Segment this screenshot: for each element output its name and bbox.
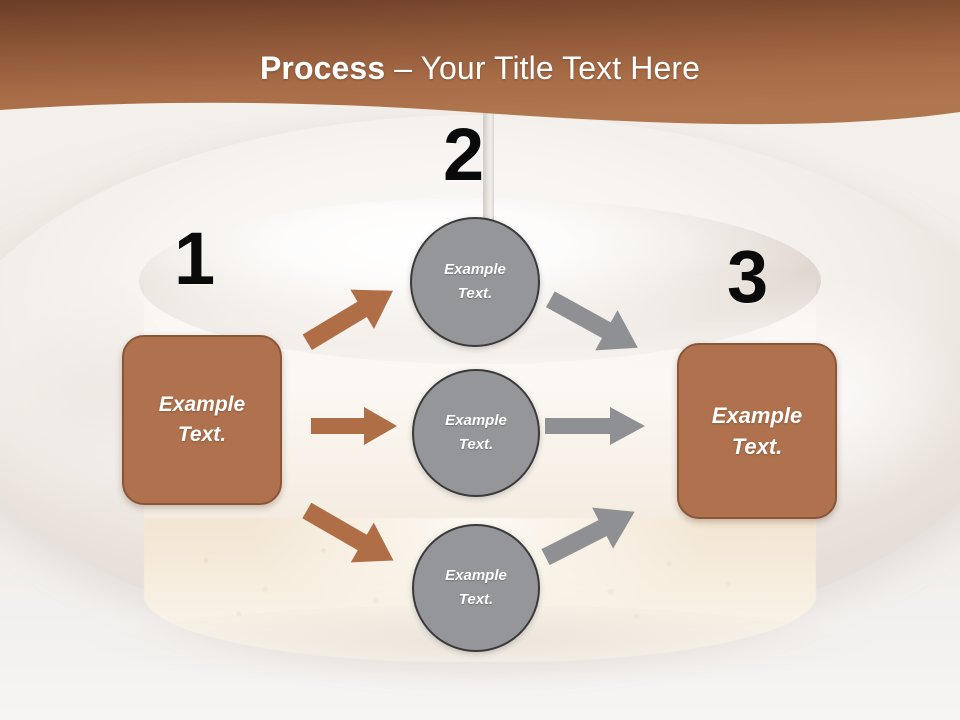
page-title-rest: – Your Title Text Here [385, 50, 701, 86]
page-title: Process – Your Title Text Here [0, 50, 960, 87]
page-title-bold: Process [259, 50, 386, 86]
end-box[interactable]: Example Text. [677, 343, 837, 519]
step-number-1: 1 [174, 217, 216, 300]
start-box-line1: Example [158, 393, 246, 417]
process-circle-2-line2: Text. [458, 436, 494, 453]
process-circle-2-line1: Example [445, 411, 507, 429]
process-circle-3-line1: Example [445, 566, 507, 584]
garnish-stick [483, 112, 494, 257]
start-box[interactable]: Example Text. [122, 335, 282, 505]
arrow-in-mid-icon [311, 407, 397, 445]
arrow-in-bottom-icon [302, 502, 394, 563]
step-number-2: 2 [443, 113, 485, 196]
start-box-text: Example Text. [159, 390, 245, 450]
start-box-line2: Text. [177, 423, 227, 446]
arrow-out-mid-icon [545, 407, 645, 445]
process-circle-3-text: Example Text. [445, 564, 507, 613]
title-banner: Process – Your Title Text Here [0, 0, 960, 135]
process-circle-2[interactable]: Example Text. [412, 369, 540, 497]
process-circle-3-line2: Text. [458, 591, 494, 608]
end-box-line2: Text. [731, 434, 783, 459]
process-circle-1-line1: Example [444, 260, 506, 278]
arrow-out-top-icon [546, 291, 638, 351]
step-number-3: 3 [727, 235, 769, 318]
end-box-line1: Example [711, 402, 803, 428]
process-circle-1[interactable]: Example Text. [410, 217, 540, 347]
process-circle-2-text: Example Text. [445, 409, 507, 458]
arrow-in-top-icon [302, 289, 394, 350]
process-circle-3[interactable]: Example Text. [412, 524, 540, 652]
process-circle-1-text: Example Text. [444, 258, 506, 307]
end-box-text: Example Text. [712, 400, 803, 462]
banner-shape [0, 0, 960, 125]
arrow-out-bottom-icon [541, 507, 635, 566]
process-circle-1-line2: Text. [457, 285, 493, 302]
